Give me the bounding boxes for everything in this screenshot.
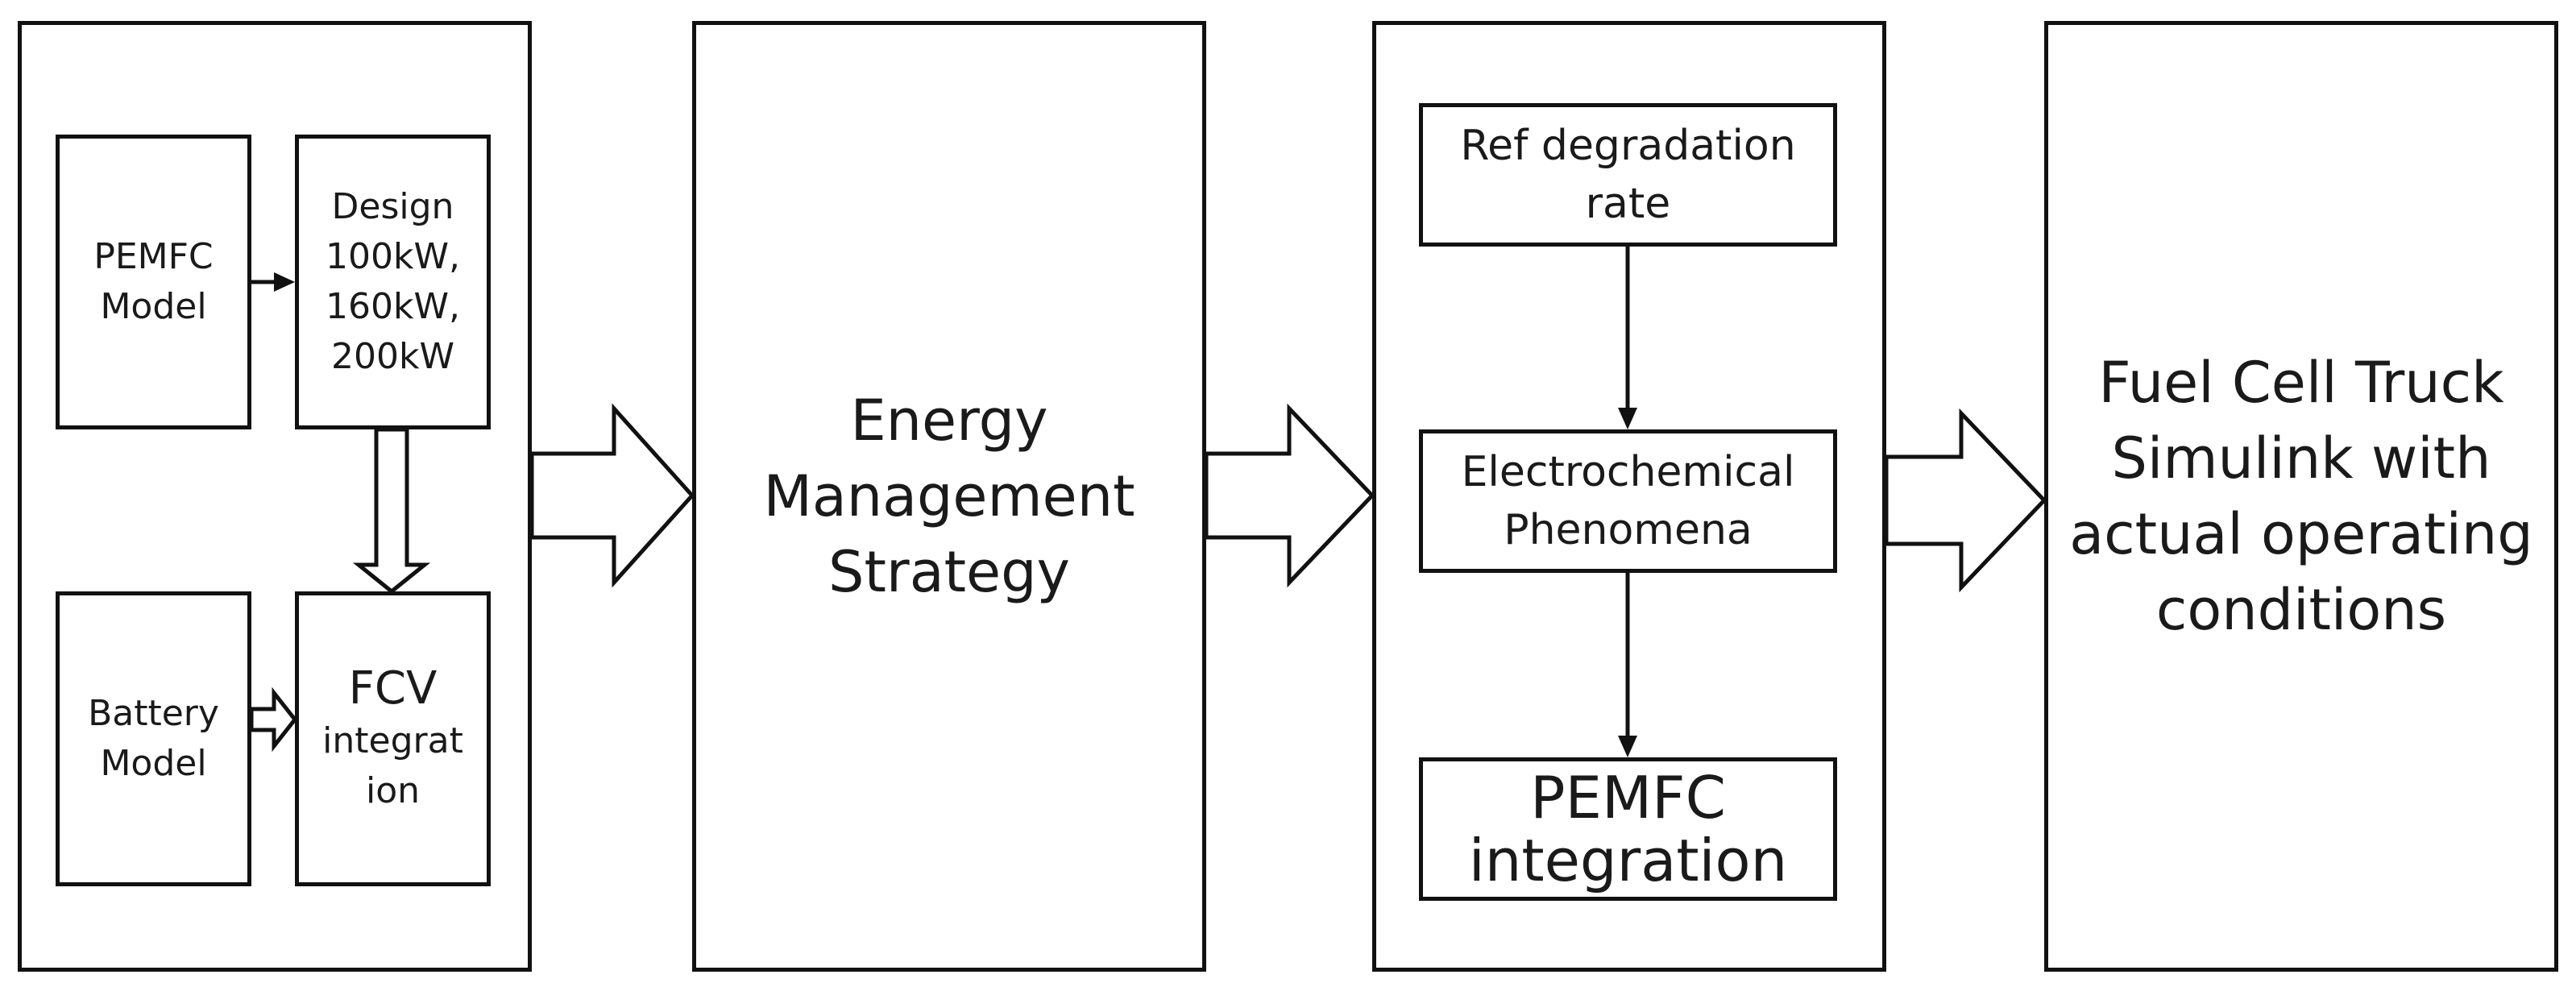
- ref-degradation-label: Ref degradation rate: [1460, 122, 1796, 228]
- pemfc-model-box: PEMFC Model: [56, 135, 251, 429]
- energy-management-panel: Energy Management Strategy: [692, 21, 1206, 972]
- electrochemical-box: Electrochemical Phenomena: [1419, 429, 1837, 573]
- electrochemical-label: Electrochemical Phenomena: [1461, 448, 1795, 554]
- degradation-to-truck-arrow: [1884, 408, 2047, 593]
- fuel-cell-truck-panel: Fuel Cell Truck Simulink with actual ope…: [2044, 21, 2558, 972]
- models-to-ems-arrow: [529, 403, 695, 588]
- pemfc-integration-box: PEMFC integration: [1419, 757, 1837, 901]
- fcv-integration-box: FCV integrat ion: [295, 591, 491, 886]
- pemfc-model-label: PEMFC Model: [93, 236, 214, 327]
- fcv-label: FCV: [348, 662, 438, 715]
- battery-model-label: Battery Model: [88, 693, 219, 784]
- fcv-integration-label: integrat ion: [322, 720, 463, 811]
- ref-degradation-box: Ref degradation rate: [1419, 103, 1837, 247]
- pemfc-integration-label: PEMFC integration: [1468, 764, 1788, 894]
- fuel-cell-truck-label: Fuel Cell Truck Simulink with actual ope…: [2069, 350, 2533, 643]
- energy-management-label: Energy Management Strategy: [763, 388, 1135, 605]
- design-box: Design 100kW, 160kW, 200kW: [295, 135, 491, 429]
- ems-to-degradation-arrow: [1204, 403, 1375, 588]
- design-label: Design 100kW, 160kW, 200kW: [326, 186, 460, 377]
- battery-model-box: Battery Model: [56, 591, 251, 886]
